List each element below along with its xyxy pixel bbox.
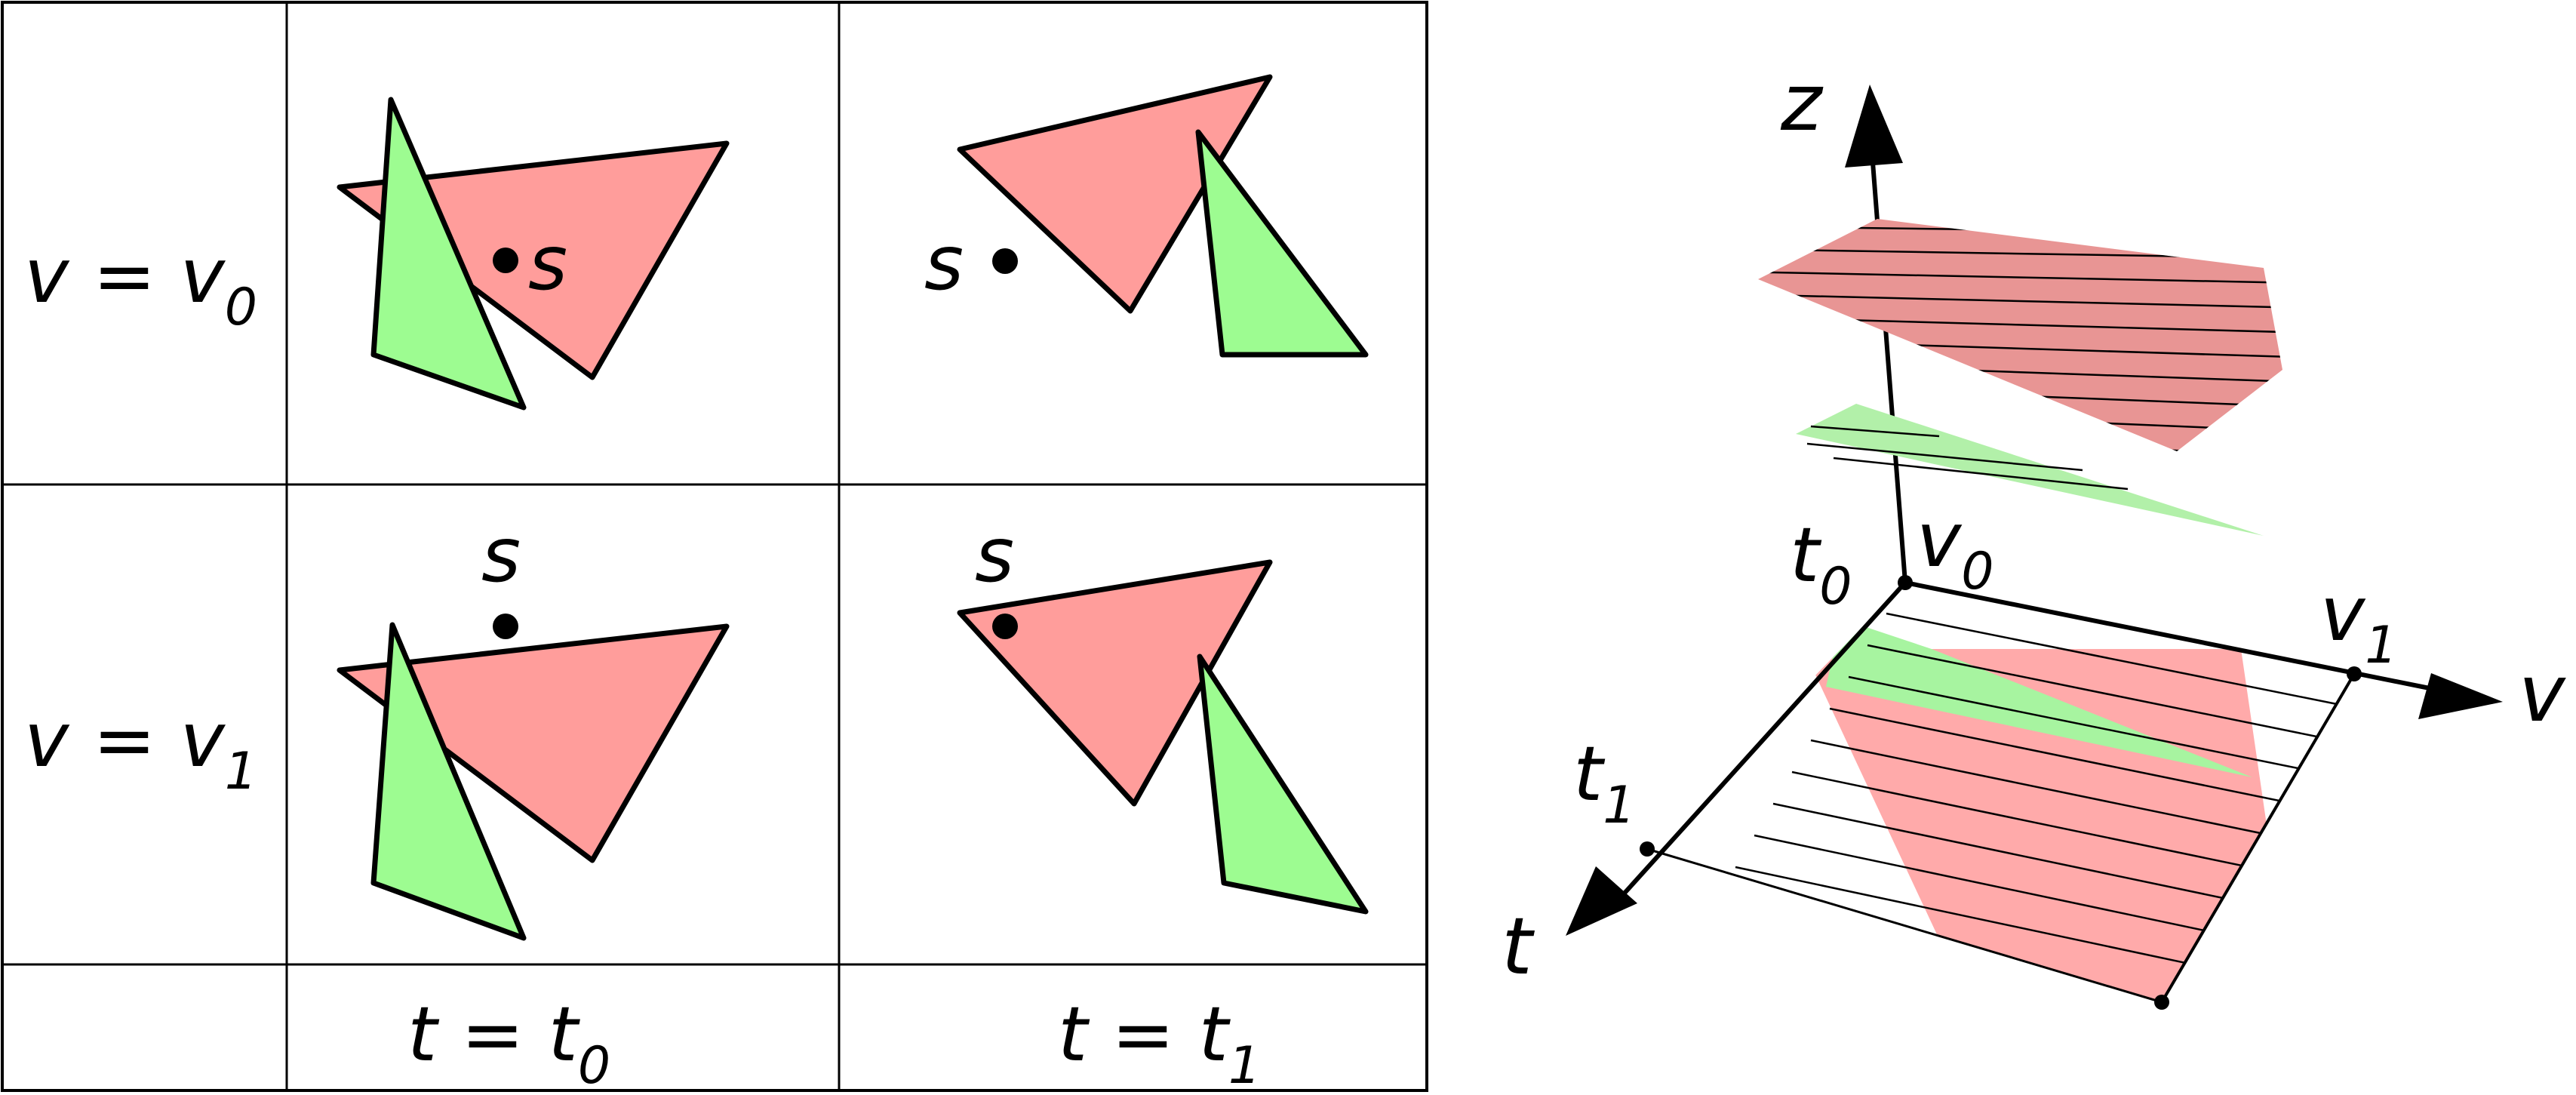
col-label-t1-sub: 1	[1228, 1036, 1261, 1095]
t-axis-arrow	[1566, 866, 1637, 936]
red-triangle	[957, 74, 1273, 314]
t-axis-label: t	[1502, 900, 1535, 992]
origin-t0-label: t0	[1790, 511, 1852, 617]
far-corner-point	[2154, 995, 2169, 1010]
row-label-v0: v = v0	[24, 232, 257, 337]
origin-point	[1898, 575, 1913, 590]
green-triangle	[1195, 129, 1369, 358]
t1-tick-point	[1640, 841, 1655, 857]
v-axis-arrow	[2418, 673, 2503, 719]
tick-v1-label: v1	[2320, 570, 2397, 675]
col-label-t1: t = t1	[1058, 990, 1261, 1095]
v-axis-label: v	[2519, 647, 2566, 740]
v-t-plane	[1646, 583, 2356, 1004]
cell-v0-t1: s	[924, 74, 1369, 358]
point-s	[992, 248, 1018, 274]
plot-3d: z	[1502, 57, 2566, 1010]
point-s	[992, 614, 1018, 639]
point-s-label: s	[924, 219, 964, 307]
point-s	[493, 248, 518, 273]
v-axis	[1904, 580, 2430, 691]
row-label-v1-sub: 1	[225, 742, 257, 801]
occlusion-table: v = v0 v = v1 t = t0 t = t1 s s	[1, 1, 1428, 1095]
green-triangle	[1197, 654, 1369, 915]
point-s-label: s	[481, 511, 521, 599]
point-s	[493, 614, 518, 639]
cell-v1-t1: s	[957, 511, 1369, 915]
tick-t1-label: t1	[1573, 730, 1635, 835]
green-triangle	[370, 622, 527, 941]
row-label-v0-sub: 0	[225, 278, 257, 337]
t-axis	[1611, 580, 1907, 908]
z-axis-label: z	[1780, 57, 1824, 149]
col-label-t0: t = t0	[407, 990, 610, 1095]
cell-v0-t0: s	[337, 97, 730, 411]
cell-v1-t0: s	[337, 511, 730, 941]
col-label-t0-sub: 0	[578, 1036, 610, 1095]
origin-v0-label: v0	[1917, 496, 1993, 601]
point-s-label: s	[528, 219, 567, 307]
red-triangle	[337, 623, 730, 863]
upper-green-surface	[1796, 404, 2264, 536]
green-triangle	[370, 97, 527, 411]
row-label-v1: v = v1	[24, 696, 257, 801]
table-border	[1, 1, 1428, 1092]
z-axis-arrow	[1845, 85, 1903, 168]
v1-tick-point	[2347, 666, 2362, 681]
point-s-label: s	[975, 511, 1014, 599]
